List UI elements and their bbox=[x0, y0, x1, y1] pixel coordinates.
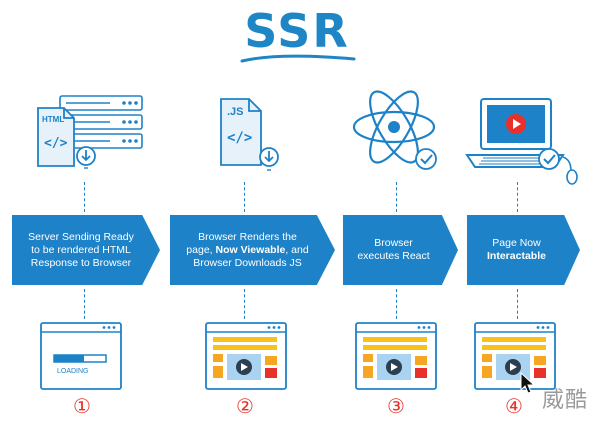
title-underline bbox=[240, 54, 356, 63]
loading-screen-icon: LOADING bbox=[40, 322, 122, 390]
step-number-3: ③ bbox=[387, 394, 405, 418]
js-doc-code: </> bbox=[227, 130, 252, 146]
html-server-icon: HTML </> bbox=[37, 95, 143, 169]
step-number-2: ② bbox=[236, 394, 254, 418]
html-doc-label: HTML bbox=[42, 115, 64, 124]
page-title: SSR bbox=[244, 4, 350, 58]
step-3-banner: Browser executes React bbox=[343, 215, 458, 285]
step-2-line-3: Browser Downloads JS bbox=[193, 256, 302, 269]
step-1-line-2: to be rendered HTML bbox=[31, 243, 131, 256]
react-atom-icon bbox=[352, 90, 437, 170]
interactable-page-icon bbox=[474, 322, 556, 394]
connector-line bbox=[517, 182, 518, 212]
js-file-icon: .JS </> bbox=[220, 98, 279, 171]
step-3-line-1: Browser bbox=[374, 237, 413, 249]
connector-line bbox=[244, 182, 245, 212]
react-page-icon bbox=[355, 322, 437, 390]
html-doc-code: </> bbox=[44, 136, 68, 151]
step-number-4: ④ bbox=[505, 394, 523, 418]
laptop-icon bbox=[465, 98, 578, 185]
step-2-line-2: page, Now Viewable, and bbox=[186, 243, 309, 256]
step-4-line-1: Page Now bbox=[492, 237, 541, 249]
connector-line bbox=[244, 289, 245, 319]
watermark: 威酷 bbox=[541, 388, 588, 413]
step-4-line-2: Interactable bbox=[487, 250, 546, 262]
step-number-1: ① bbox=[73, 394, 91, 418]
connector-line bbox=[396, 289, 397, 319]
step-1-line-1: Server Sending Ready bbox=[28, 230, 134, 243]
connector-line bbox=[396, 182, 397, 212]
step-4-banner: Page Now Interactable bbox=[467, 215, 580, 285]
step-2-line-1: Browser Renders the bbox=[198, 230, 297, 243]
step-1-banner: Server Sending Ready to be rendered HTML… bbox=[12, 215, 160, 285]
viewable-page-icon bbox=[205, 322, 287, 390]
loading-label: LOADING bbox=[57, 368, 89, 375]
connector-line bbox=[84, 182, 85, 212]
connector-line bbox=[84, 289, 85, 319]
step-2-banner: Browser Renders the page, Now Viewable, … bbox=[170, 215, 335, 285]
connector-line bbox=[517, 289, 518, 319]
step-3-line-2: executes React bbox=[357, 250, 430, 262]
step-1-line-3: Response to Browser bbox=[30, 256, 132, 269]
js-doc-label: .JS bbox=[227, 106, 244, 118]
